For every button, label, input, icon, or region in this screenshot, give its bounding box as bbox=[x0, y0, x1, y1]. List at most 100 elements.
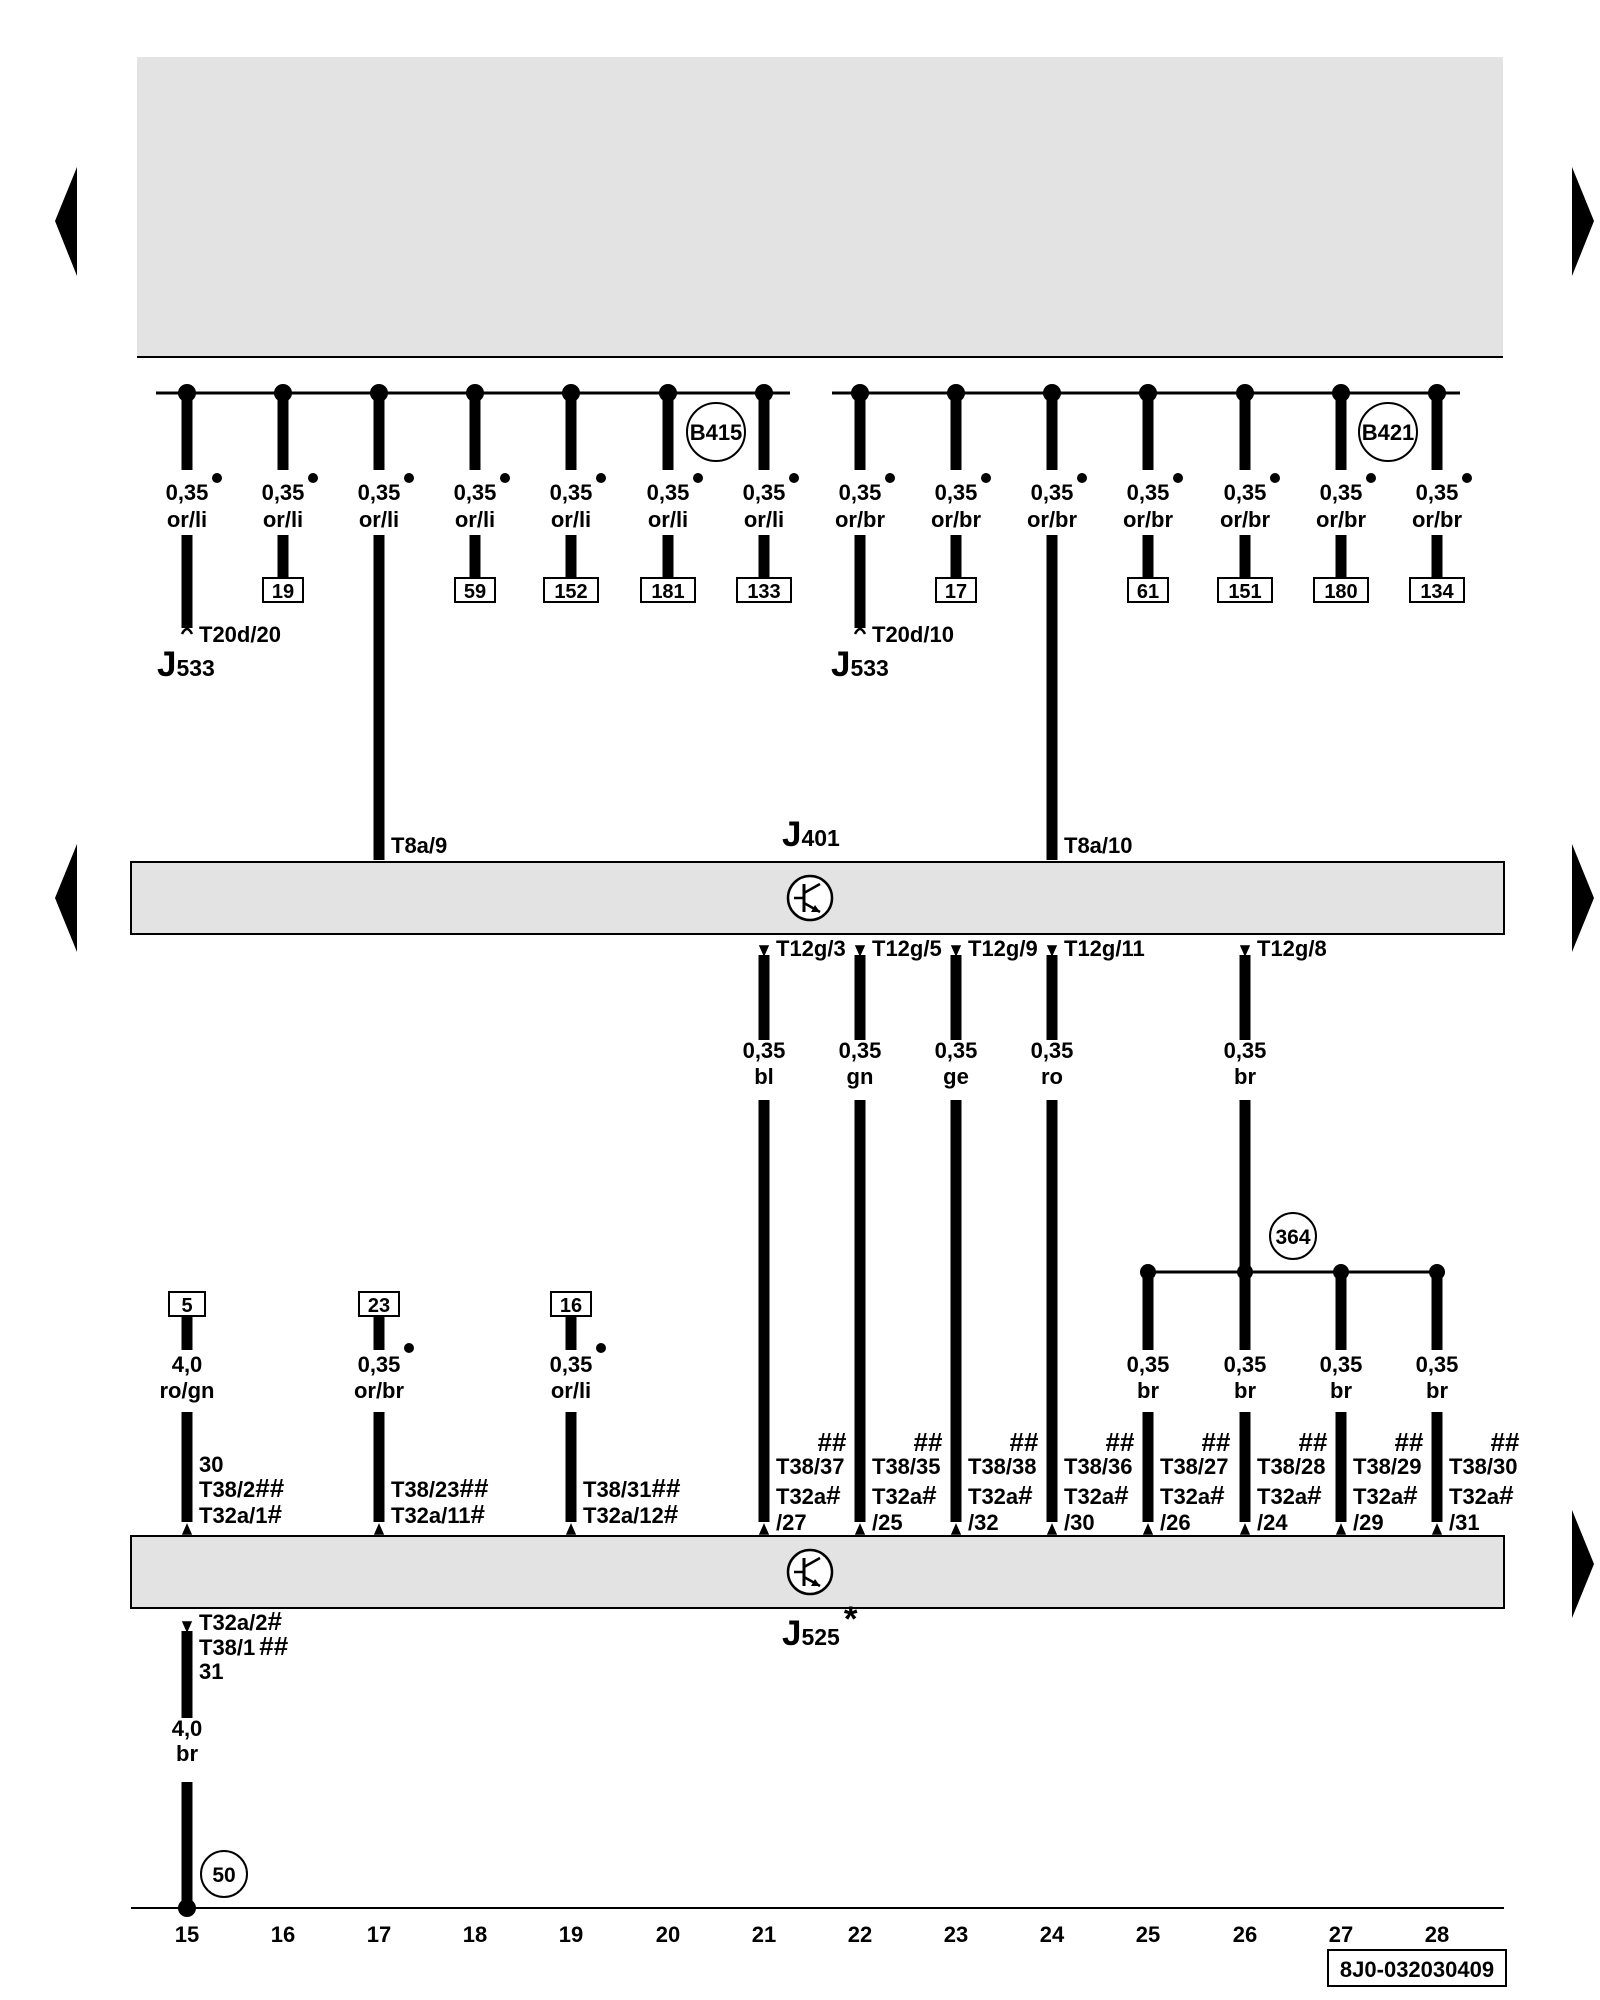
pin-label: T12g/3 bbox=[776, 936, 846, 961]
wire-size-label: 0,35 bbox=[743, 480, 786, 505]
svg-text:8J0-032030409: 8J0-032030409 bbox=[1340, 1957, 1494, 1982]
marker-dot bbox=[308, 473, 318, 483]
pin-label: T12g/5 bbox=[872, 936, 942, 961]
svg-text:133: 133 bbox=[747, 581, 780, 603]
marker-dot bbox=[404, 473, 414, 483]
track-number: 28 bbox=[1425, 1922, 1449, 1947]
component-label-j401: J401 bbox=[782, 815, 840, 854]
module-j525 bbox=[130, 1535, 1505, 1609]
wire-color-label: or/br bbox=[835, 507, 886, 532]
connector-hook bbox=[180, 627, 194, 635]
pin-arrow bbox=[1239, 1523, 1251, 1535]
pin-label: T38/31## bbox=[583, 1473, 681, 1503]
svg-text:134: 134 bbox=[1420, 581, 1454, 603]
marker-dot bbox=[1077, 473, 1087, 483]
track-number: 18 bbox=[463, 1922, 487, 1947]
wire-color-label: or/br bbox=[1412, 507, 1463, 532]
svg-text:152: 152 bbox=[554, 581, 587, 603]
svg-text:181: 181 bbox=[651, 581, 684, 603]
track-number: 26 bbox=[1233, 1922, 1257, 1947]
track-number: 27 bbox=[1329, 1922, 1353, 1947]
pin-label: T38/29 bbox=[1353, 1454, 1422, 1479]
marker-dot bbox=[500, 473, 510, 483]
transistor-icon bbox=[786, 874, 834, 922]
wire-color-label: br bbox=[1426, 1378, 1448, 1403]
mid-wires: T12g/30,35blT12g/50,35gnT12g/90,35geT12g… bbox=[743, 936, 1327, 1535]
double-hash-mark: ## bbox=[1491, 1427, 1520, 1457]
reference-box: 180 bbox=[1313, 577, 1369, 603]
svg-text:19: 19 bbox=[272, 581, 294, 603]
page-forward-arrow-bottom[interactable] bbox=[1572, 1510, 1594, 1618]
wire-size-label: 0,35 bbox=[743, 1038, 786, 1063]
page-back-arrow-top[interactable] bbox=[55, 167, 77, 276]
track-number: 19 bbox=[559, 1922, 583, 1947]
reference-box: 151 bbox=[1217, 577, 1273, 603]
pin-label: /27 bbox=[776, 1510, 807, 1535]
document-code-box: 8J0-032030409 bbox=[1327, 1949, 1507, 1987]
bottom-left-wires: 54,0ro/gn30T38/2##T32a/1#230,35or/brT38/… bbox=[160, 1291, 681, 1535]
wire-size-label: 4,0 bbox=[172, 1716, 203, 1741]
marker-dot bbox=[1462, 473, 1472, 483]
pin-label: 31 bbox=[199, 1659, 223, 1684]
pin-label: T12g/11 bbox=[1064, 936, 1145, 961]
double-hash-mark: ## bbox=[1202, 1427, 1231, 1457]
pin-label: T32a/2# bbox=[199, 1606, 283, 1636]
pin-label: T32a# bbox=[776, 1480, 841, 1510]
track-number: 23 bbox=[944, 1922, 968, 1947]
pin-label: T32a# bbox=[872, 1480, 937, 1510]
page-forward-arrow-top[interactable] bbox=[1572, 167, 1594, 276]
pin-label: T38/2## bbox=[199, 1473, 285, 1503]
wire-size-label: 0,35 bbox=[1031, 1038, 1074, 1063]
component-label-j533-right: J533 bbox=[831, 645, 889, 684]
track-number: 15 bbox=[175, 1922, 199, 1947]
wire-size-label: 0,35 bbox=[166, 480, 209, 505]
svg-text:364: 364 bbox=[1275, 1226, 1310, 1249]
pin-label: T12g/9 bbox=[968, 936, 1038, 961]
pin-label: T32a# bbox=[1257, 1480, 1322, 1510]
wire-color-label: or/li bbox=[359, 507, 399, 532]
pin-arrow bbox=[1046, 1523, 1058, 1535]
track-number: 20 bbox=[656, 1922, 680, 1947]
pin-label: 30 bbox=[199, 1452, 223, 1477]
track-number: 25 bbox=[1136, 1922, 1160, 1947]
page-back-arrow-middle[interactable] bbox=[55, 844, 77, 952]
wire-size-label: 0,35 bbox=[1416, 1352, 1459, 1377]
j525-pin-labels: ##T38/37T32a#/27##T38/35T32a#/25##T38/38… bbox=[776, 1427, 1520, 1535]
wire-size-label: 0,35 bbox=[1416, 480, 1459, 505]
pin-arrow bbox=[1046, 945, 1058, 957]
marker-dot bbox=[596, 1343, 606, 1353]
pin-label: T38/27 bbox=[1160, 1454, 1229, 1479]
pin-label: T32a/1# bbox=[199, 1499, 283, 1529]
page-forward-arrow-middle[interactable] bbox=[1572, 844, 1594, 952]
wire-color-label: or/li bbox=[744, 507, 784, 532]
marker-dot bbox=[1270, 473, 1280, 483]
junction-50: 50 bbox=[200, 1850, 248, 1898]
pin-label: T38/35 bbox=[872, 1454, 941, 1479]
marker-dot bbox=[1366, 473, 1376, 483]
pin-label: T38/30 bbox=[1449, 1454, 1518, 1479]
header-panel bbox=[137, 57, 1503, 356]
wire-size-label: 0,35 bbox=[935, 480, 978, 505]
track-number: 22 bbox=[848, 1922, 872, 1947]
wire-size-label: 0,35 bbox=[839, 1038, 882, 1063]
svg-text:50: 50 bbox=[212, 1864, 235, 1887]
pin-label: /31 bbox=[1449, 1510, 1480, 1535]
